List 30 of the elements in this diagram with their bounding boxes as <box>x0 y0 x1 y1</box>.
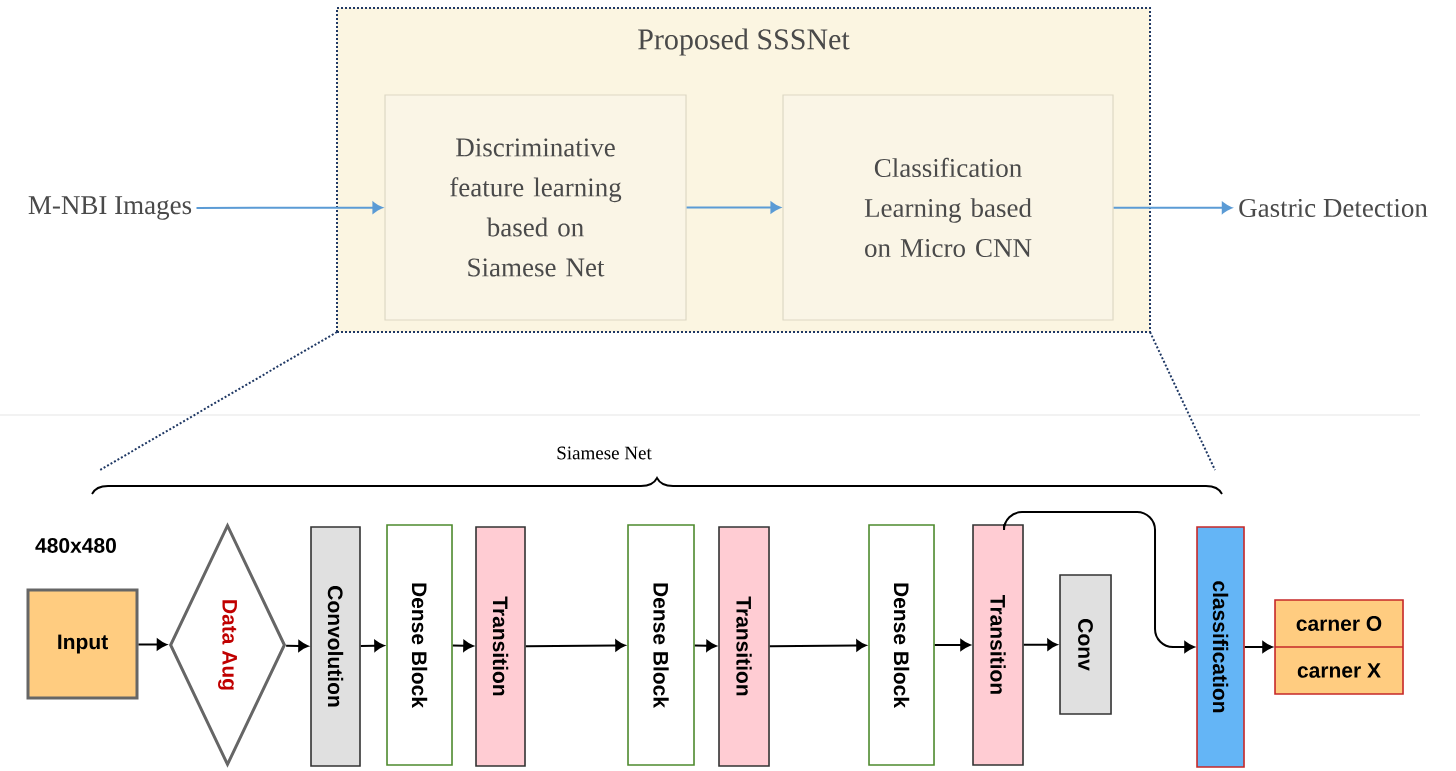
arrow <box>693 640 717 652</box>
arrow <box>285 640 309 652</box>
process-box: Classification Learning based on Micro CNN <box>782 94 1114 321</box>
arrow <box>195 201 383 214</box>
arrow <box>685 201 781 214</box>
layer-box: Transition <box>475 526 526 767</box>
layer-box: Conv <box>1059 574 1112 715</box>
arrow <box>137 638 167 651</box>
arrow <box>1243 641 1273 653</box>
size-label: 480x480 <box>35 538 116 553</box>
arrow <box>451 640 474 652</box>
arrow <box>359 640 385 652</box>
io-label: M-NBI Images <box>28 196 192 220</box>
process-box: Discriminative feature learning based on Siamese Net <box>384 94 687 321</box>
layer-box: Dense Block <box>386 524 453 766</box>
arrow <box>1112 202 1232 214</box>
layer-box: Convolution <box>310 526 361 767</box>
arrow <box>1022 638 1058 651</box>
layer-box: Transition <box>972 524 1024 766</box>
brace-label: Siamese Net <box>557 446 652 460</box>
layer-box: Dense Block <box>627 524 695 766</box>
layer-box: Dense Block <box>868 524 935 766</box>
layer-box: classification <box>1196 526 1245 768</box>
arrow <box>933 639 971 651</box>
io-label: Gastric Detection <box>1239 198 1428 218</box>
arrow <box>768 639 867 652</box>
arrow <box>524 639 626 652</box>
input-box: 480x480 Input <box>26 538 139 700</box>
layer-box: Transition <box>718 526 770 767</box>
output-box: carner O carner X <box>1274 599 1404 695</box>
